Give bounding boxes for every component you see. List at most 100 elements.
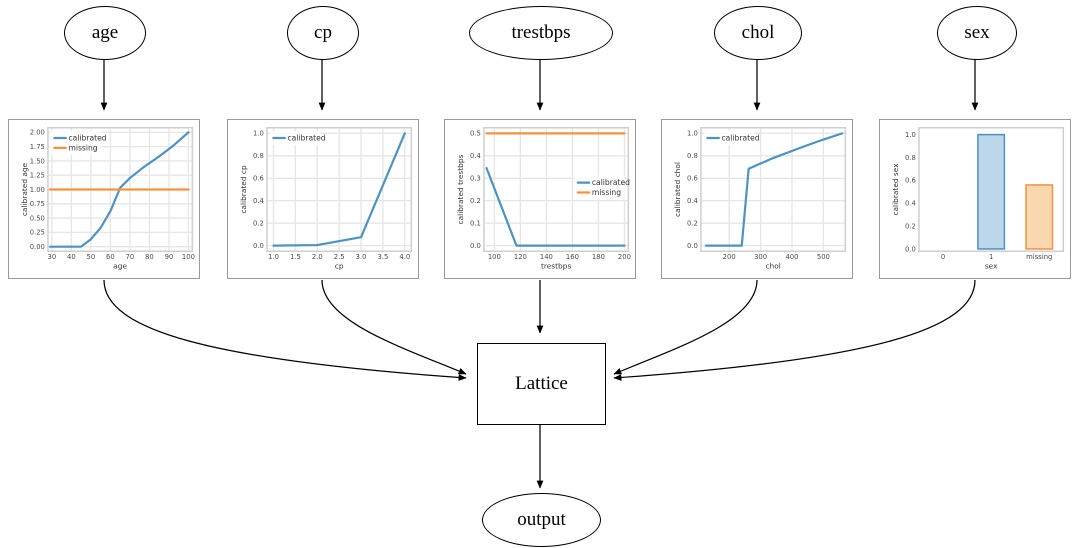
- svg-text:0.3: 0.3: [470, 175, 481, 183]
- svg-text:180: 180: [592, 253, 605, 261]
- svg-text:0.4: 0.4: [687, 197, 698, 205]
- svg-text:0.2: 0.2: [905, 222, 916, 230]
- svg-text:2.00: 2.00: [30, 129, 45, 137]
- svg-text:140: 140: [540, 253, 553, 261]
- node-trestbps[interactable]: trestbps: [469, 6, 613, 60]
- svg-text:sex: sex: [985, 262, 998, 271]
- chart-panel-chol[interactable]: 0.0 0.2 0.4 0.6 0.8 1.0 200 300 400 500 chol calibr…: [661, 119, 853, 279]
- svg-text:missing: missing: [592, 188, 621, 197]
- svg-text:0.75: 0.75: [30, 200, 45, 208]
- svg-text:0.25: 0.25: [30, 229, 45, 237]
- svg-text:1.00: 1.00: [30, 186, 45, 194]
- svg-text:0.1: 0.1: [470, 220, 481, 228]
- svg-text:0.4: 0.4: [253, 197, 264, 205]
- svg-text:calibrated age: calibrated age: [20, 162, 29, 216]
- svg-text:200: 200: [618, 253, 631, 261]
- svg-text:0.4: 0.4: [470, 152, 481, 160]
- node-output[interactable]: output: [482, 493, 601, 547]
- svg-text:0.5: 0.5: [470, 130, 481, 138]
- svg-text:30: 30: [48, 253, 57, 261]
- node-cp[interactable]: cp: [287, 6, 359, 60]
- svg-text:200: 200: [723, 253, 736, 261]
- svg-text:3.5: 3.5: [377, 253, 388, 261]
- edge-age-chart-to-lattice: [103, 279, 467, 381]
- svg-text:1.50: 1.50: [30, 157, 45, 165]
- svg-text:70: 70: [126, 253, 135, 261]
- svg-text:3.0: 3.0: [356, 253, 367, 261]
- node-sex-label: sex: [964, 22, 990, 43]
- svg-text:0.8: 0.8: [253, 152, 264, 160]
- svg-text:calibrated cp: calibrated cp: [239, 165, 248, 214]
- svg-text:100: 100: [488, 253, 501, 261]
- svg-text:1.0: 1.0: [253, 130, 264, 138]
- svg-text:100: 100: [182, 253, 195, 261]
- svg-text:1.0: 1.0: [687, 130, 698, 138]
- svg-text:2.0: 2.0: [312, 253, 323, 261]
- node-age-label: age: [91, 22, 119, 43]
- svg-text:300: 300: [754, 253, 767, 261]
- svg-text:missing: missing: [1026, 253, 1052, 261]
- svg-text:1.0: 1.0: [905, 131, 916, 139]
- svg-text:80: 80: [145, 253, 154, 261]
- svg-text:0.8: 0.8: [687, 152, 698, 160]
- svg-text:400: 400: [785, 253, 798, 261]
- edge-cp-chart-to-lattice: [321, 279, 467, 375]
- svg-text:cp: cp: [335, 262, 344, 271]
- svg-text:4.0: 4.0: [399, 253, 410, 261]
- svg-text:60: 60: [106, 253, 115, 261]
- node-cp-label: cp: [314, 22, 332, 43]
- svg-text:calibrated: calibrated: [287, 134, 325, 143]
- node-age[interactable]: age: [64, 6, 146, 60]
- svg-text:0.50: 0.50: [30, 214, 45, 222]
- svg-text:120: 120: [514, 253, 527, 261]
- edge-node-to-chart-group: [100, 58, 979, 111]
- chart-chol: 0.0 0.2 0.4 0.6 0.8 1.0 200 300 400 500 chol calibr…: [662, 120, 852, 278]
- svg-text:calibrated chol: calibrated chol: [673, 162, 682, 217]
- svg-text:1.0: 1.0: [268, 253, 279, 261]
- node-lattice[interactable]: Lattice: [477, 343, 606, 425]
- svg-text:1.75: 1.75: [30, 143, 45, 151]
- svg-text:50: 50: [87, 253, 96, 261]
- node-lattice-label: Lattice: [515, 373, 568, 394]
- svg-text:chol: chol: [765, 262, 780, 271]
- svg-text:500: 500: [817, 253, 830, 261]
- svg-text:160: 160: [566, 253, 579, 261]
- svg-text:missing: missing: [68, 143, 97, 152]
- svg-text:0.2: 0.2: [687, 220, 698, 228]
- svg-text:0.4: 0.4: [905, 200, 916, 208]
- svg-text:0.0: 0.0: [470, 242, 481, 250]
- node-output-label: output: [517, 509, 566, 530]
- edge-sex-chart-to-lattice: [613, 279, 976, 381]
- edge-chol-chart-to-lattice: [613, 279, 758, 375]
- svg-text:0.8: 0.8: [905, 154, 916, 162]
- svg-text:calibrated trestbps: calibrated trestbps: [456, 154, 465, 224]
- svg-text:0: 0: [941, 253, 945, 261]
- svg-text:1.25: 1.25: [30, 172, 45, 180]
- svg-text:0.6: 0.6: [905, 177, 916, 185]
- svg-text:calibrated: calibrated: [721, 134, 759, 143]
- svg-text:0.0: 0.0: [253, 242, 264, 250]
- svg-text:trestbps: trestbps: [541, 262, 572, 271]
- node-trestbps-label: trestbps: [511, 22, 571, 43]
- svg-text:calibrated: calibrated: [68, 134, 106, 143]
- svg-text:2.5: 2.5: [334, 253, 345, 261]
- svg-text:1.5: 1.5: [290, 253, 301, 261]
- svg-text:0.2: 0.2: [253, 220, 264, 228]
- svg-text:0.0: 0.0: [687, 242, 698, 250]
- svg-text:0.6: 0.6: [687, 175, 698, 183]
- node-sex[interactable]: sex: [937, 6, 1017, 60]
- svg-text:0.0: 0.0: [905, 245, 916, 253]
- svg-text:40: 40: [67, 253, 76, 261]
- svg-text:1: 1: [989, 253, 993, 261]
- node-chol[interactable]: chol: [714, 6, 802, 60]
- svg-text:age: age: [113, 262, 127, 271]
- svg-text:90: 90: [165, 253, 174, 261]
